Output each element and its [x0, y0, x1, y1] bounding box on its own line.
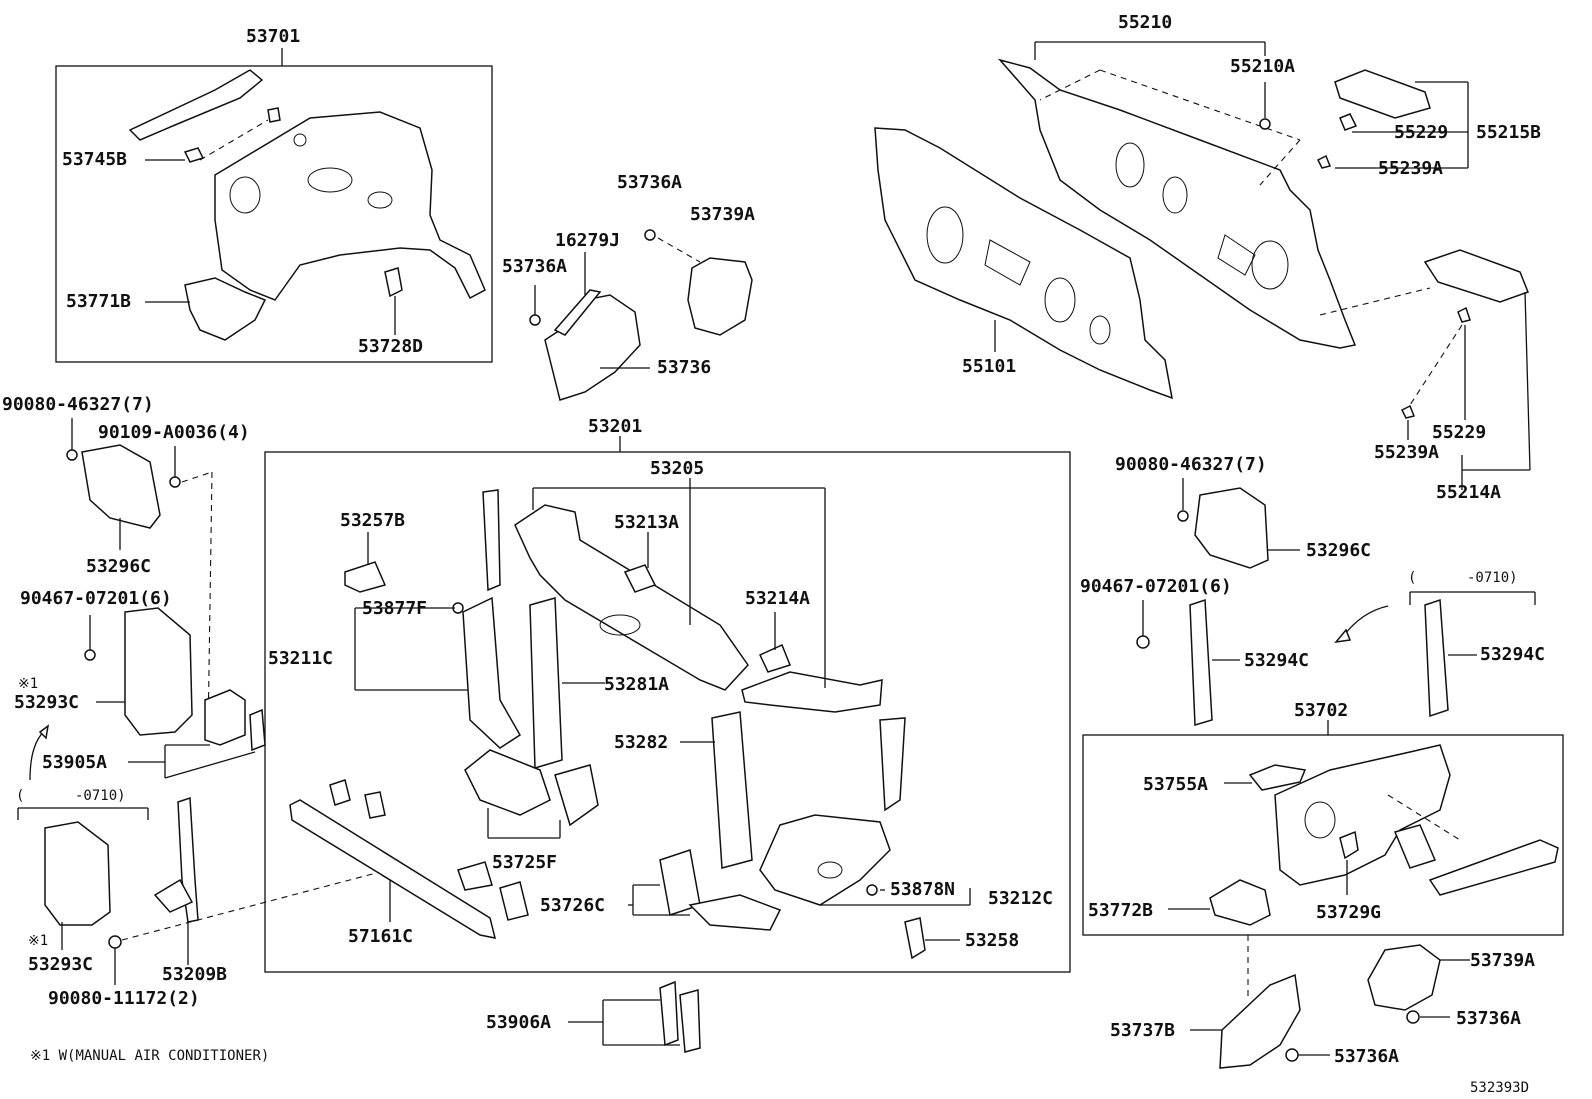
part-53296C-left: [66, 444, 181, 529]
label-53257B: 53257B: [340, 510, 405, 531]
label-53211C: 53211C: [268, 648, 333, 669]
label-55239A-bottom: 55239A: [1374, 442, 1439, 463]
range-left: ( -0710): [16, 788, 126, 804]
part-53736: [529, 229, 656, 401]
part-53205-upper-support: [514, 504, 883, 713]
label-53201: 53201: [588, 416, 642, 437]
label-55214A: 55214A: [1436, 482, 1501, 503]
label-90109-A0036: 90109-A0036(4): [98, 422, 250, 443]
label-53739A-bottom: 53739A: [1470, 950, 1535, 971]
label-53702: 53702: [1294, 700, 1348, 721]
label-16279J: 16279J: [555, 230, 620, 251]
label-53725F: 53725F: [492, 852, 557, 873]
label-53771B: 53771B: [66, 291, 131, 312]
label-55229-top: 55229: [1394, 122, 1448, 143]
label-53772B: 53772B: [1088, 900, 1153, 921]
part-53211C-side: [452, 489, 522, 749]
range-right: ( -0710): [1408, 570, 1518, 586]
label-90080-11172: 90080-11172(2): [48, 988, 200, 1009]
label-53296C-left: 53296C: [86, 556, 151, 577]
part-53726C: [659, 849, 782, 931]
label-55101: 55101: [962, 356, 1016, 377]
group-box-53701: [55, 65, 493, 363]
part-53701-apron: [128, 69, 486, 341]
label-53209B: 53209B: [162, 964, 227, 985]
label-57161C: 57161C: [348, 926, 413, 947]
part-53258: [904, 917, 926, 960]
label-53258: 53258: [965, 930, 1019, 951]
label-53281A: 53281A: [604, 674, 669, 695]
label-53736: 53736: [657, 357, 711, 378]
label-53878N: 53878N: [890, 879, 955, 900]
label-53701: 53701: [246, 26, 300, 47]
diagram-id: 532393D: [1470, 1080, 1529, 1096]
label-55239A-top: 55239A: [1378, 158, 1443, 179]
part-53293C-lower: [44, 821, 111, 926]
footnote-manual-ac: ※1 W(MANUAL AIR CONDITIONER): [30, 1048, 269, 1064]
label-55210A: 55210A: [1230, 56, 1295, 77]
label-90080-46327-right: 90080-46327(7): [1115, 454, 1267, 475]
part-55101-dash-panel: [874, 127, 1173, 400]
label-55210: 55210: [1118, 12, 1172, 33]
label-53736A-top: 53736A: [617, 172, 682, 193]
part-53282: [711, 711, 753, 869]
label-53736A-right: 53736A: [1456, 1008, 1521, 1029]
label-53296C-right: 53296C: [1306, 540, 1371, 561]
label-53739A-top: 53739A: [690, 204, 755, 225]
label-55215B: 55215B: [1476, 122, 1541, 143]
label-53293C-upper: 53293C: [14, 692, 79, 713]
label-53905A: 53905A: [42, 752, 107, 773]
label-53729G: 53729G: [1316, 902, 1381, 923]
part-55214A-pad: [1400, 249, 1529, 419]
part-53739A-bottom: [1367, 944, 1441, 1024]
part-53905A: [204, 689, 266, 752]
part-53281A: [529, 597, 563, 769]
label-53282: 53282: [614, 732, 668, 753]
label-53728D: 53728D: [358, 336, 423, 357]
part-53725F: [464, 749, 599, 827]
mark-note1-lower: ※1: [28, 933, 48, 949]
part-53739A-top: [687, 257, 753, 336]
part-53209B: [108, 796, 199, 949]
part-55210-dash-insulator: [997, 58, 1357, 349]
label-55229-bottom: 55229: [1432, 422, 1486, 443]
part-53212C-lower: [759, 717, 906, 906]
label-53906A: 53906A: [486, 1012, 551, 1033]
label-53737B: 53737B: [1110, 1020, 1175, 1041]
mark-note1-upper: ※1: [18, 676, 38, 692]
part-57161C-bumper-reinf: [289, 779, 529, 939]
label-53745B: 53745B: [62, 149, 127, 170]
part-53257B: [344, 561, 387, 593]
label-53736A-bottom: 53736A: [1334, 1046, 1399, 1067]
part-53906A: [659, 980, 701, 1053]
part-53737B: [1219, 973, 1301, 1069]
group-box-53702: [1082, 734, 1564, 936]
group-box-53201: [264, 451, 1071, 973]
label-53212C: 53212C: [988, 888, 1053, 909]
part-53702-apron-right: [1209, 744, 1559, 926]
label-90080-46327-left: 90080-46327(7): [2, 394, 154, 415]
label-53294C-left: 53294C: [1244, 650, 1309, 671]
part-53296C-right: [1177, 487, 1269, 569]
label-53213A: 53213A: [614, 512, 679, 533]
label-53214A: 53214A: [745, 588, 810, 609]
part-53293C-upper: [84, 607, 193, 736]
label-53736A-mid: 53736A: [502, 256, 567, 277]
label-53205: 53205: [650, 458, 704, 479]
label-53293C-lower: 53293C: [28, 954, 93, 975]
part-53213A: [623, 564, 657, 593]
part-53294C-left: [1136, 598, 1213, 726]
label-90467-07201-left: 90467-07201(6): [20, 588, 172, 609]
label-53755A: 53755A: [1143, 774, 1208, 795]
label-53294C-right: 53294C: [1480, 644, 1545, 665]
part-53294C-right: [1424, 598, 1449, 718]
part-55215B-pad: [1316, 69, 1431, 169]
label-53877F: 53877F: [362, 598, 427, 619]
label-53726C: 53726C: [540, 895, 605, 916]
label-90467-07201-right: 90467-07201(6): [1080, 576, 1232, 597]
